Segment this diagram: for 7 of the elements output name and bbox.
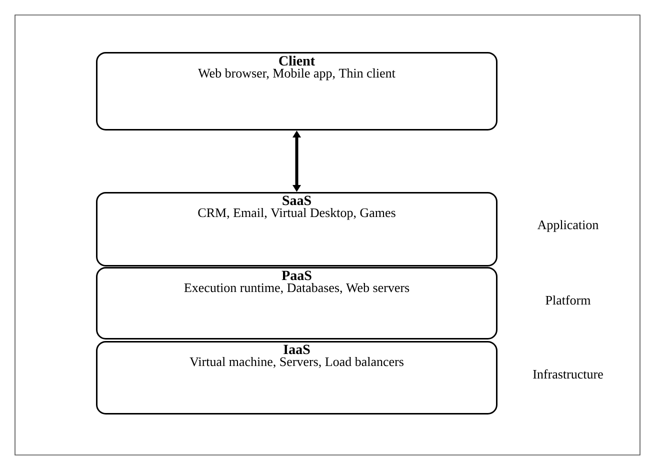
layer-box: PaaS Execution runtime, Databases, Web servers bbox=[96, 267, 498, 340]
layer-box: SaaS CRM, Email, Virtual Desktop, Games bbox=[96, 192, 498, 266]
layer-label: Application bbox=[537, 220, 598, 232]
layer-label: Infrastructure bbox=[533, 369, 603, 379]
layer-label: Platform bbox=[546, 295, 591, 305]
layer-box: IaaS Virtual machine, Servers, Load balancers bbox=[96, 340, 498, 414]
layer-box: Client Web browser, Mobile app, Thin client bbox=[96, 52, 498, 130]
